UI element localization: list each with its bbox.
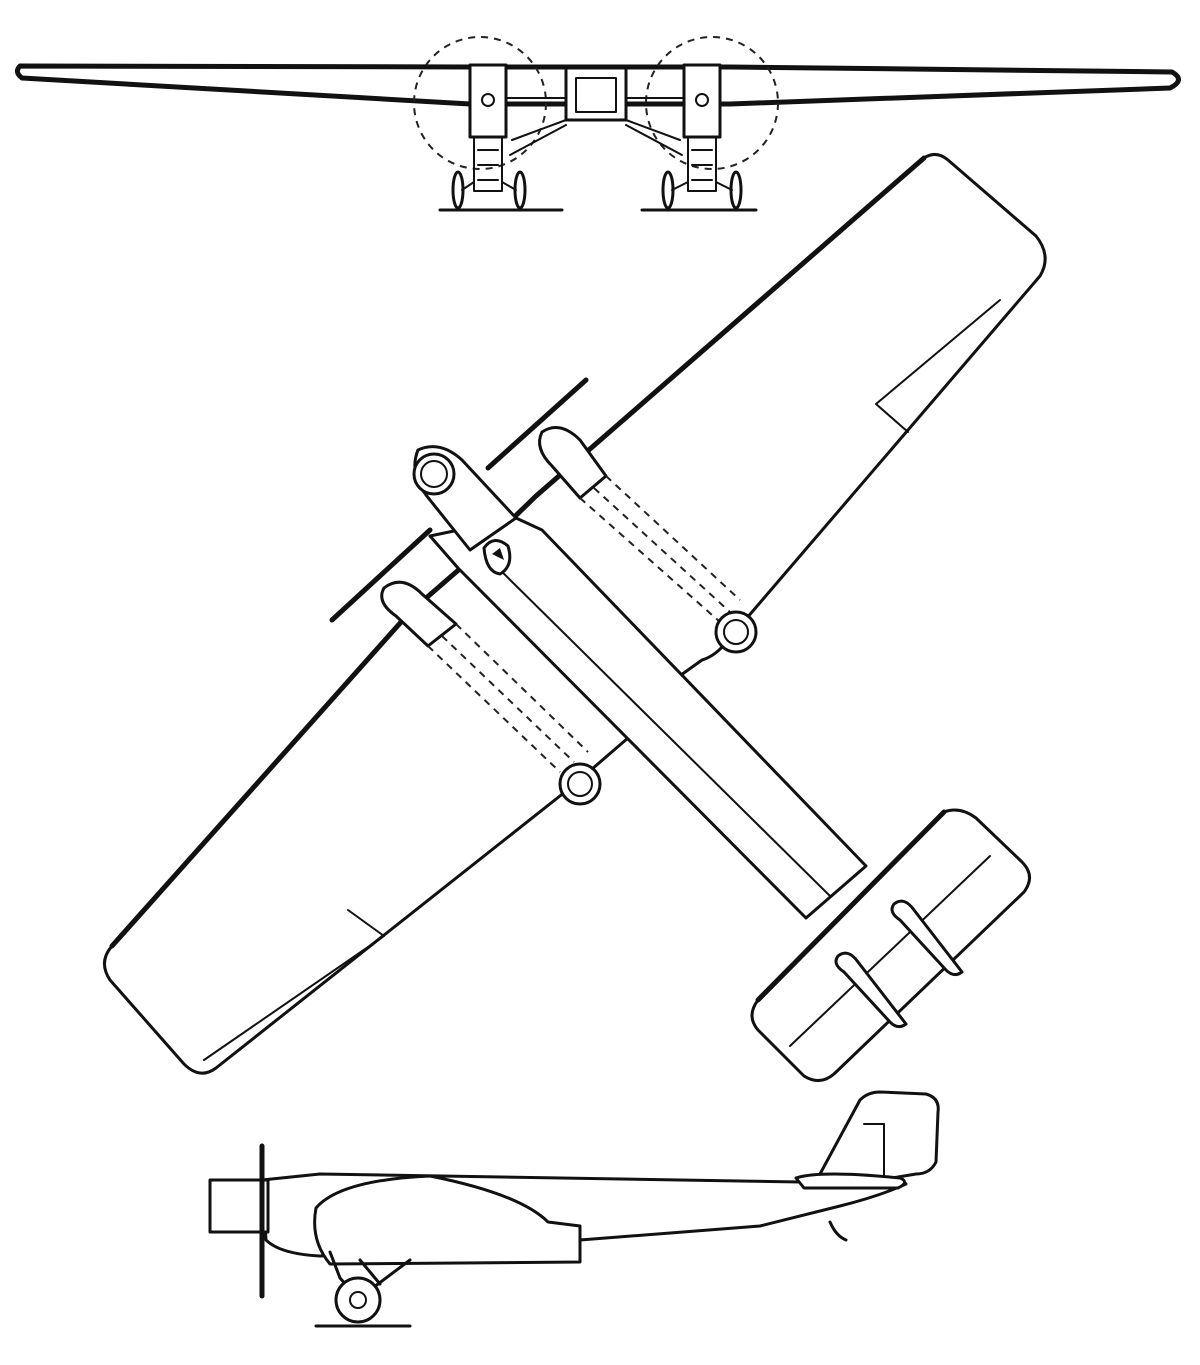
plan-view-cockpit-window — [492, 548, 504, 560]
front-view-right-propeller-disc — [645, 36, 779, 170]
plan-view-right-wheel-hub — [723, 619, 749, 645]
plan-view-elevator-hinge — [789, 855, 991, 1047]
plan-view-cockpit — [482, 539, 512, 576]
plan-view-right-wheel — [714, 610, 758, 654]
plan-view-nose-engine — [412, 452, 456, 496]
front-view-wing — [14, 63, 1181, 107]
plan-view-left-nacelle — [380, 580, 458, 648]
plan-view-left-fin — [834, 951, 908, 1029]
side-view-tailplane — [794, 1172, 906, 1190]
plan-view-right-aileron — [875, 299, 1001, 433]
plan-view-left-propeller — [329, 527, 433, 623]
side-view-rudder-hinge — [863, 1123, 885, 1179]
plan-view-tailplane — [750, 808, 1031, 1082]
plan-view-left-wheel — [558, 762, 602, 806]
front-view-right-landing-gear — [661, 136, 743, 210]
plan-view — [103, 153, 1047, 1082]
plan-view-right-nacelle — [538, 426, 608, 500]
plan-view-left-nacelle-lines — [427, 623, 589, 773]
side-view-wing-section — [313, 1174, 582, 1266]
front-view-struts — [505, 97, 685, 156]
front-view-nose-engine — [575, 77, 617, 113]
plan-view-right-propeller — [485, 377, 589, 471]
front-view-left-propeller-disc — [413, 36, 547, 170]
side-view-wheel — [334, 1276, 382, 1324]
plan-view-left-wheel-hub — [567, 771, 593, 797]
plan-view-fuselage-centerline — [489, 559, 831, 897]
plan-view-tailplane-leading-edge — [755, 809, 947, 1003]
front-view-left-landing-gear — [451, 136, 527, 210]
plan-view-right-fin — [890, 899, 964, 977]
front-view — [14, 36, 1181, 212]
side-view-nose-engine — [208, 1178, 270, 1234]
side-view-tail-skid — [828, 1220, 848, 1242]
plan-view-left-aileron — [203, 909, 385, 1061]
front-view-right-engine-hub — [695, 93, 709, 107]
plan-view-nose-engine-hub — [420, 460, 448, 488]
plan-view-right-nacelle-lines — [579, 475, 741, 623]
front-view-left-nacelle — [468, 63, 508, 139]
side-view-fin — [818, 1090, 940, 1182]
front-view-left-engine-hub — [481, 93, 495, 107]
side-view-wheel-hub — [349, 1291, 367, 1309]
side-view — [208, 1090, 940, 1328]
front-view-right-nacelle — [682, 63, 722, 139]
